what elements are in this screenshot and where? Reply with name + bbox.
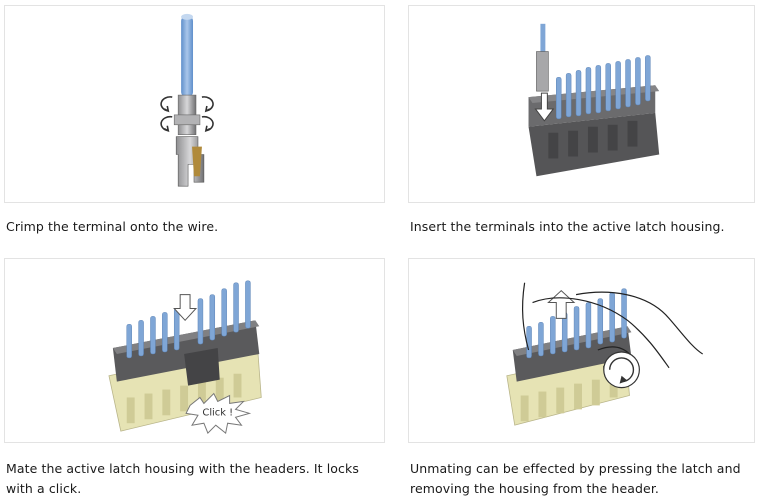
step-1-illustration <box>4 5 385 203</box>
step-3-illustration: Click ! <box>4 258 385 443</box>
wire <box>181 15 194 98</box>
step-4-illustration <box>408 258 755 443</box>
step-2-illustration <box>408 5 755 203</box>
click-label: Click ! <box>202 407 233 418</box>
step-3-caption: Mate the active latch housing with the h… <box>6 461 359 496</box>
header-pins <box>526 288 627 359</box>
rotate-arrow-icon <box>603 351 640 389</box>
click-callout: Click ! <box>185 392 252 434</box>
rotation-arrow-icons <box>160 96 214 133</box>
step-2-caption: Insert the terminals into the active lat… <box>410 219 725 234</box>
step-1-caption: Crimp the terminal onto the wire. <box>6 219 219 234</box>
terminal-being-inserted <box>534 23 555 122</box>
mate-housing-image: Click ! <box>108 280 262 434</box>
down-arrow-icon <box>173 294 198 322</box>
unmate-housing-image <box>506 282 703 426</box>
crimp-terminal-image <box>160 13 214 187</box>
insert-terminals-image <box>528 23 660 177</box>
step-4-caption: Unmating can be effected by pressing the… <box>410 461 741 496</box>
header-pins <box>556 55 651 120</box>
header-base <box>506 349 630 426</box>
header-pins <box>126 280 251 359</box>
up-arrow-icon <box>547 289 576 319</box>
